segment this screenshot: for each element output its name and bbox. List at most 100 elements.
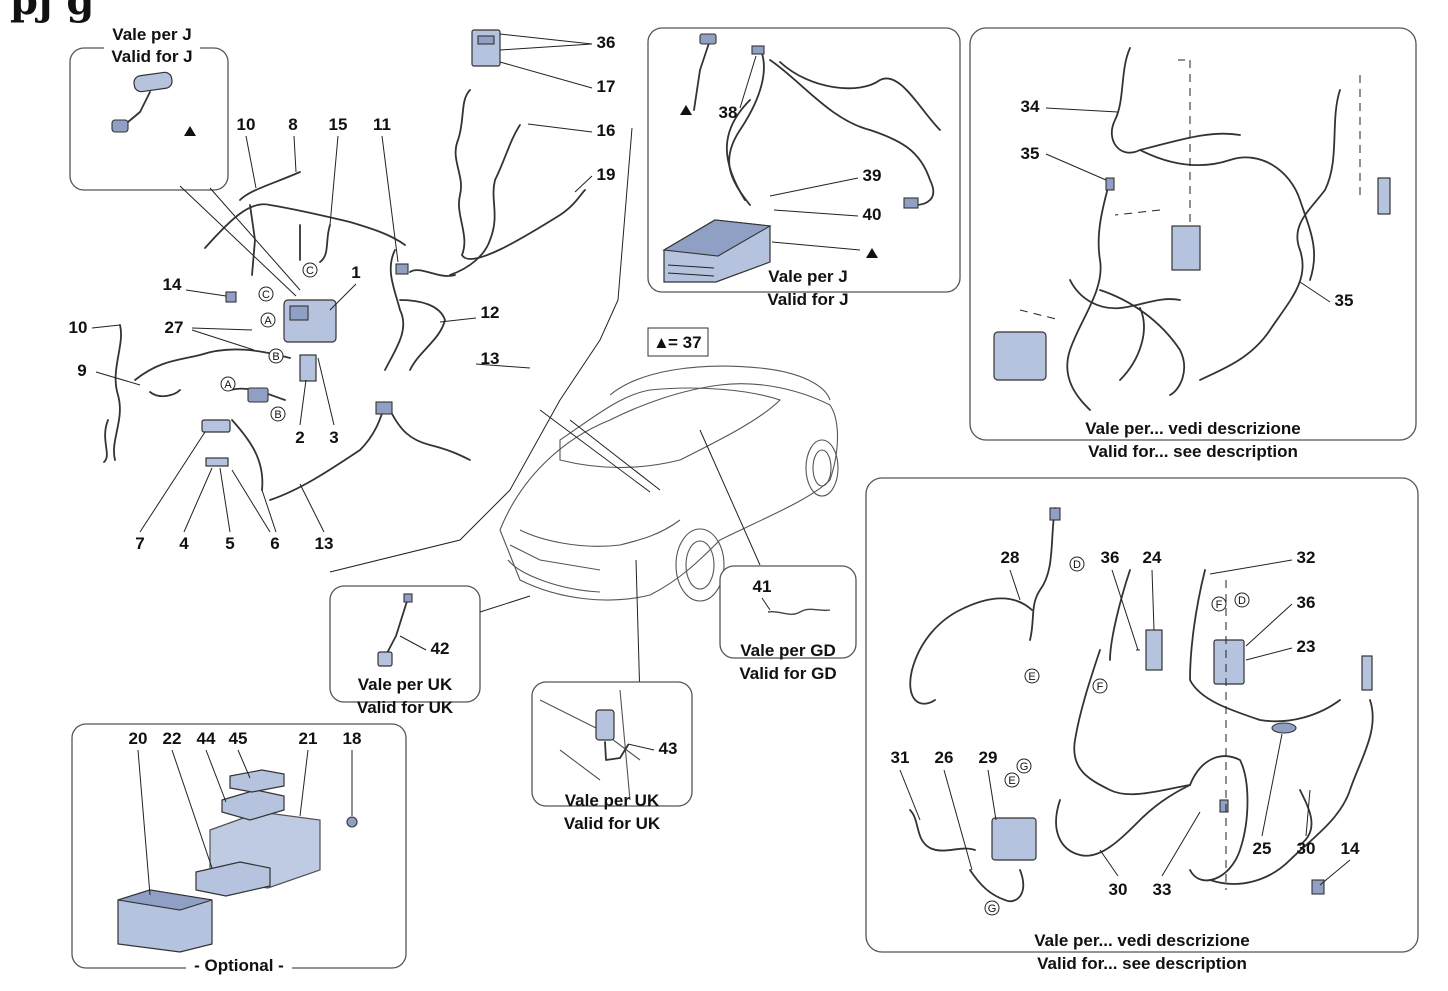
- header-title-fragment: pj g: [10, 0, 94, 24]
- callouts-left: 10 8 15 11 14 1 27 10 9 12 13 2 3 7 4 5 …: [69, 115, 531, 553]
- panel-valid-j-box: 38 39 40 Vale per J Valid for J: [647, 27, 961, 309]
- triangle-marker-icon: [866, 248, 878, 258]
- harness-16-17-19: 36 17 16 19: [409, 29, 616, 277]
- svg-text:Vale per GD: Vale per GD: [740, 641, 835, 660]
- part-29-unit: [991, 817, 1037, 861]
- svg-text:Valid for... see description: Valid for... see description: [1037, 954, 1247, 973]
- triangle-marker-icon: [184, 126, 196, 136]
- svg-text:19: 19: [597, 165, 616, 184]
- panel-caption-line2: Valid for J: [111, 47, 192, 66]
- part-7-unit: [201, 419, 231, 433]
- svg-text:Vale per J: Vale per J: [768, 267, 847, 286]
- antenna-part: [133, 71, 173, 93]
- svg-text:Valid for... see description: Valid for... see description: [1088, 442, 1298, 461]
- svg-text:G: G: [988, 903, 997, 915]
- antenna-cable: [127, 91, 151, 123]
- svg-text:43: 43: [659, 739, 678, 758]
- svg-text:33: 33: [1153, 880, 1172, 899]
- part-17-module: [471, 29, 501, 67]
- svg-text:Valid for J: Valid for J: [767, 290, 848, 309]
- svg-text:12: 12: [481, 303, 500, 322]
- svg-text:B: B: [272, 351, 279, 363]
- svg-text:22: 22: [163, 729, 182, 748]
- svg-text:36: 36: [597, 33, 616, 52]
- svg-text:9: 9: [77, 361, 86, 380]
- panel-valid-uk-43: 43 Vale per UK Valid for UK: [531, 681, 693, 833]
- svg-text:Valid for GD: Valid for GD: [739, 664, 836, 683]
- svg-text:3: 3: [329, 428, 338, 447]
- svg-text:Valid for UK: Valid for UK: [564, 814, 661, 833]
- svg-text:2: 2: [295, 428, 304, 447]
- panel-caption-line1: Vale per J: [112, 25, 191, 44]
- main-harness-group: [103, 171, 471, 501]
- svg-text:7: 7: [135, 534, 144, 553]
- connection-letters-right: D E F F D E G G: [984, 556, 1250, 916]
- sensor-part: [595, 709, 615, 741]
- svg-text:30: 30: [1109, 880, 1128, 899]
- svg-text:E: E: [1008, 775, 1015, 787]
- svg-text:F: F: [1097, 681, 1104, 693]
- svg-text:42: 42: [431, 639, 450, 658]
- part-24-unit: [1145, 629, 1163, 671]
- svg-text:A: A: [264, 315, 272, 327]
- car-illustration: [499, 365, 839, 602]
- svg-text:B: B: [274, 409, 281, 421]
- svg-text:35: 35: [1335, 291, 1354, 310]
- svg-text:Vale per... vedi descrizione: Vale per... vedi descrizione: [1085, 419, 1300, 438]
- svg-text:38: 38: [719, 103, 738, 122]
- svg-text:- Optional -: - Optional -: [194, 956, 284, 975]
- svg-text:G: G: [1020, 761, 1029, 773]
- svg-text:C: C: [262, 289, 270, 301]
- panel-valid-j-small: Vale per J Valid for J: [69, 25, 229, 191]
- panel-optional: - Optional - 20 22 44 45 21 18: [71, 723, 407, 976]
- svg-text:Vale per UK: Vale per UK: [358, 675, 453, 694]
- svg-text:Vale per... vedi descrizione: Vale per... vedi descrizione: [1034, 931, 1249, 950]
- svg-text:Valid for UK: Valid for UK: [357, 698, 454, 717]
- part-amplifier: [1171, 225, 1201, 271]
- svg-text:28: 28: [1001, 548, 1020, 567]
- svg-text:31: 31: [891, 748, 910, 767]
- svg-text:23: 23: [1297, 637, 1316, 656]
- part-2-bracket: [299, 354, 317, 382]
- svg-text:Vale per UK: Vale per UK: [565, 791, 660, 810]
- svg-text:25: 25: [1253, 839, 1272, 858]
- panel-description-bottom: D E F F D E G G 28 36 24 32 36 23 31 26 …: [865, 477, 1419, 973]
- svg-text:D: D: [1238, 595, 1246, 607]
- svg-text:44: 44: [197, 729, 216, 748]
- svg-text:14: 14: [163, 275, 182, 294]
- svg-text:C: C: [306, 265, 314, 277]
- panel-valid-uk-42: 42 Vale per UK Valid for UK: [329, 585, 481, 717]
- part-control-unit: [993, 331, 1047, 381]
- svg-text:15: 15: [329, 115, 348, 134]
- legend-box: ▲ = 37: [647, 327, 709, 357]
- svg-text:36: 36: [1297, 593, 1316, 612]
- connection-letters-left: C C A B A B: [220, 262, 318, 422]
- svg-text:35: 35: [1021, 144, 1040, 163]
- svg-text:4: 4: [179, 534, 189, 553]
- part-45-cover: [229, 769, 285, 793]
- svg-text:24: 24: [1143, 548, 1162, 567]
- svg-text:18: 18: [343, 729, 362, 748]
- svg-text:40: 40: [863, 205, 882, 224]
- part-4-clip: [205, 457, 229, 467]
- svg-text:29: 29: [979, 748, 998, 767]
- svg-text:▲: ▲: [653, 333, 670, 352]
- svg-text:1: 1: [351, 263, 360, 282]
- svg-text:26: 26: [935, 748, 954, 767]
- svg-text:13: 13: [315, 534, 334, 553]
- triangle-marker-icon: [680, 105, 692, 115]
- svg-text:16: 16: [597, 121, 616, 140]
- panel-description-top: 34 35 35 Vale per... vedi descrizione Va…: [969, 27, 1417, 461]
- svg-text:10: 10: [237, 115, 256, 134]
- svg-text:34: 34: [1021, 97, 1040, 116]
- svg-text:E: E: [1028, 671, 1035, 683]
- svg-text:6: 6: [270, 534, 279, 553]
- svg-text:A: A: [224, 379, 232, 391]
- part-22-bracket: [195, 861, 271, 897]
- svg-text:32: 32: [1297, 548, 1316, 567]
- svg-text:20: 20: [129, 729, 148, 748]
- svg-text:45: 45: [229, 729, 248, 748]
- svg-text:21: 21: [299, 729, 318, 748]
- svg-text:= 37: = 37: [668, 333, 702, 352]
